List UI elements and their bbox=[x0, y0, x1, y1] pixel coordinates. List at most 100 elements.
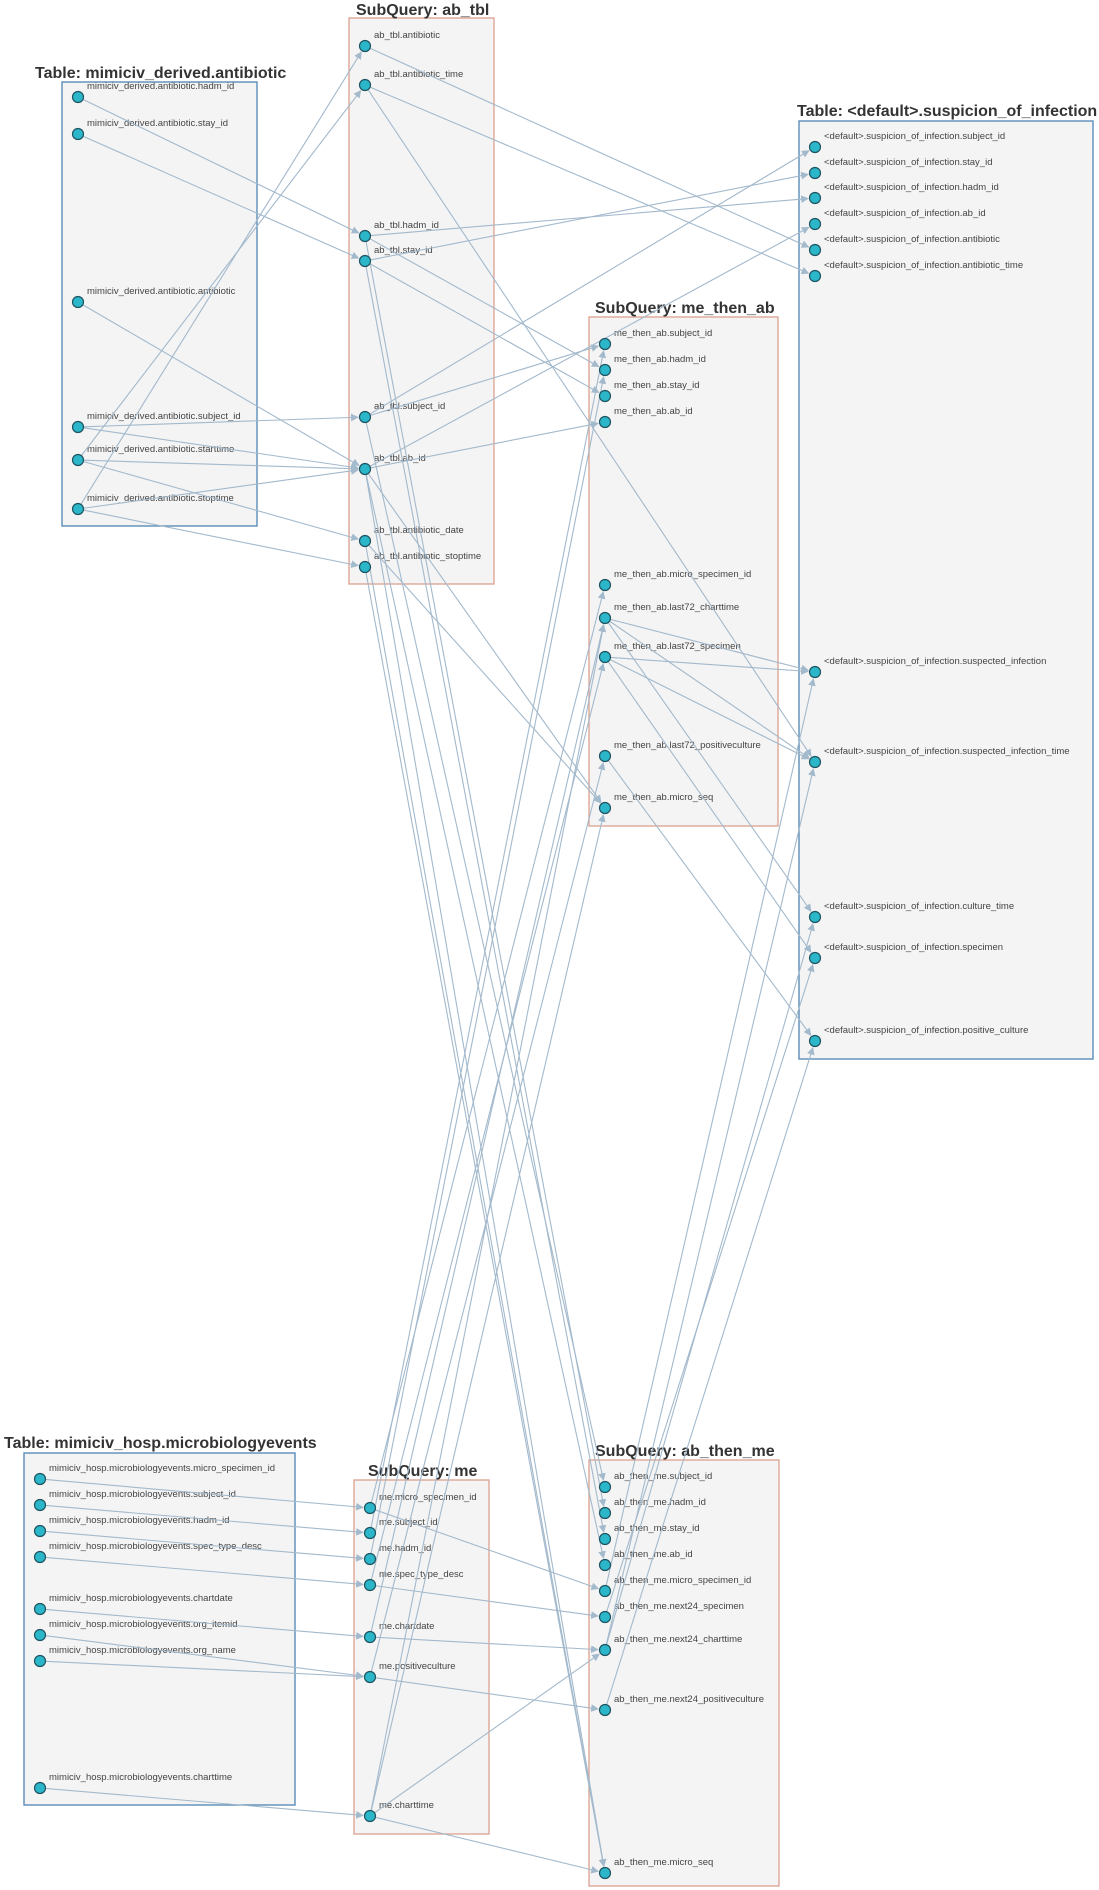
subquery-box-me[interactable]: SubQuery: meme.micro_specimen_idme.subje… bbox=[353, 1463, 490, 1835]
column-node[interactable] bbox=[598, 1506, 612, 1520]
column-node[interactable] bbox=[598, 1866, 612, 1880]
lineage-edge bbox=[607, 661, 812, 953]
column-node[interactable] bbox=[598, 801, 612, 815]
lineage-edge bbox=[45, 1530, 364, 1562]
box-title: SubQuery: me_then_ab bbox=[595, 300, 775, 317]
column-node[interactable] bbox=[358, 462, 372, 476]
lineage-edge bbox=[609, 620, 810, 759]
column-label: mimiciv_hosp.microbiologyevents.hadm_id bbox=[49, 1515, 230, 1526]
lineage-edge bbox=[370, 344, 600, 416]
column-node[interactable] bbox=[808, 243, 822, 257]
column-node[interactable] bbox=[33, 1654, 47, 1668]
box-frame bbox=[798, 120, 1094, 1060]
box-title: Table: mimiciv_derived.antibiotic bbox=[35, 65, 286, 82]
lineage-edge bbox=[83, 460, 360, 541]
column-node[interactable] bbox=[33, 1781, 47, 1795]
column-node[interactable] bbox=[71, 453, 85, 467]
column-label: ab_tbl.hadm_id bbox=[374, 220, 439, 231]
column-node[interactable] bbox=[71, 295, 85, 309]
column-node[interactable] bbox=[808, 951, 822, 965]
column-label: mimiciv_derived.antibiotic.subject_id bbox=[87, 411, 241, 422]
column-node[interactable] bbox=[363, 1578, 377, 1592]
column-node[interactable] bbox=[598, 1532, 612, 1546]
column-node[interactable] bbox=[71, 90, 85, 104]
column-node[interactable] bbox=[33, 1602, 47, 1616]
column-node[interactable] bbox=[808, 166, 822, 180]
table-box-abx[interactable]: Table: mimiciv_derived.antibioticmimiciv… bbox=[35, 65, 286, 527]
column-node[interactable] bbox=[598, 1558, 612, 1572]
column-node[interactable] bbox=[358, 229, 372, 243]
column-node[interactable] bbox=[363, 1552, 377, 1566]
column-label: mimiciv_hosp.microbiologyevents.charttim… bbox=[49, 1772, 232, 1783]
column-node[interactable] bbox=[808, 665, 822, 679]
column-node[interactable] bbox=[598, 363, 612, 377]
column-node[interactable] bbox=[598, 1584, 612, 1598]
column-node[interactable] bbox=[598, 650, 612, 664]
column-node[interactable] bbox=[33, 1472, 47, 1486]
column-node[interactable] bbox=[33, 1524, 47, 1538]
column-node[interactable] bbox=[808, 140, 822, 154]
box-title: Table: <default>.suspicion_of_infection bbox=[797, 103, 1097, 120]
column-node[interactable] bbox=[808, 217, 822, 231]
column-node[interactable] bbox=[363, 1526, 377, 1540]
lineage-edge bbox=[83, 459, 359, 473]
column-node[interactable] bbox=[598, 1643, 612, 1657]
column-node[interactable] bbox=[71, 420, 85, 434]
column-node[interactable] bbox=[598, 1610, 612, 1624]
subquery-box-atm[interactable]: SubQuery: ab_then_meab_then_me.subject_i… bbox=[588, 1443, 780, 1887]
column-label: <default>.suspicion_of_infection.subject… bbox=[824, 131, 1005, 142]
column-label: me_then_ab.last72_positiveculture bbox=[614, 740, 761, 751]
column-node[interactable] bbox=[598, 1703, 612, 1717]
column-node[interactable] bbox=[363, 1501, 377, 1515]
lineage-edge bbox=[369, 263, 600, 394]
column-node[interactable] bbox=[808, 755, 822, 769]
column-label: <default>.suspicion_of_infection.hadm_id bbox=[824, 182, 999, 193]
lineage-edge bbox=[375, 1816, 599, 1874]
column-label: ab_then_me.subject_id bbox=[614, 1471, 712, 1482]
lineage-edge bbox=[370, 350, 607, 1528]
column-node[interactable] bbox=[33, 1628, 47, 1642]
column-node[interactable] bbox=[363, 1809, 377, 1823]
column-node[interactable] bbox=[358, 410, 372, 424]
column-node[interactable] bbox=[358, 39, 372, 53]
column-node[interactable] bbox=[598, 611, 612, 625]
lineage-edge bbox=[375, 1585, 599, 1619]
column-label: mimiciv_hosp.microbiologyevents.spec_typ… bbox=[49, 1541, 262, 1552]
column-node[interactable] bbox=[358, 78, 372, 92]
column-node[interactable] bbox=[363, 1630, 377, 1644]
table-box-mic[interactable]: Table: mimiciv_hosp.microbiologyeventsmi… bbox=[4, 1435, 317, 1806]
column-node[interactable] bbox=[808, 191, 822, 205]
column-node[interactable] bbox=[71, 502, 85, 516]
subquery-box-mta[interactable]: SubQuery: me_then_abme_then_ab.subject_i… bbox=[588, 300, 779, 827]
column-node[interactable] bbox=[33, 1498, 47, 1512]
lineage-edge bbox=[45, 1660, 364, 1681]
column-node[interactable] bbox=[363, 1670, 377, 1684]
column-label: ab_tbl.subject_id bbox=[374, 401, 445, 412]
column-label: <default>.suspicion_of_infection.positiv… bbox=[824, 1025, 1028, 1036]
column-node[interactable] bbox=[33, 1550, 47, 1564]
column-label: me_then_ab.last72_charttime bbox=[614, 602, 739, 613]
box-title: Table: mimiciv_hosp.microbiologyevents bbox=[4, 1435, 317, 1452]
column-label: <default>.suspicion_of_infection.suspect… bbox=[824, 746, 1070, 757]
column-node[interactable] bbox=[808, 1034, 822, 1048]
column-node[interactable] bbox=[808, 910, 822, 924]
column-node[interactable] bbox=[358, 254, 372, 268]
column-node[interactable] bbox=[598, 337, 612, 351]
box-frame bbox=[23, 1452, 296, 1806]
lineage-edge bbox=[83, 427, 359, 471]
column-node[interactable] bbox=[598, 1480, 612, 1494]
lineage-edge bbox=[606, 1046, 815, 1705]
table-box-soi[interactable]: Table: <default>.suspicion_of_infection <… bbox=[797, 103, 1097, 1060]
column-node[interactable] bbox=[598, 578, 612, 592]
subquery-box-ab[interactable]: SubQuery: ab_tblab_tbl.antibioticab_tbl.… bbox=[348, 2, 495, 585]
column-node[interactable] bbox=[598, 389, 612, 403]
column-node[interactable] bbox=[71, 127, 85, 141]
column-node[interactable] bbox=[358, 534, 372, 548]
column-node[interactable] bbox=[358, 560, 372, 574]
column-label: mimiciv_hosp.microbiologyevents.org_name bbox=[49, 1645, 236, 1656]
column-node[interactable] bbox=[808, 269, 822, 283]
box-frame bbox=[348, 17, 495, 585]
column-node[interactable] bbox=[598, 415, 612, 429]
column-label: me.positiveculture bbox=[379, 1661, 456, 1672]
column-node[interactable] bbox=[598, 749, 612, 763]
